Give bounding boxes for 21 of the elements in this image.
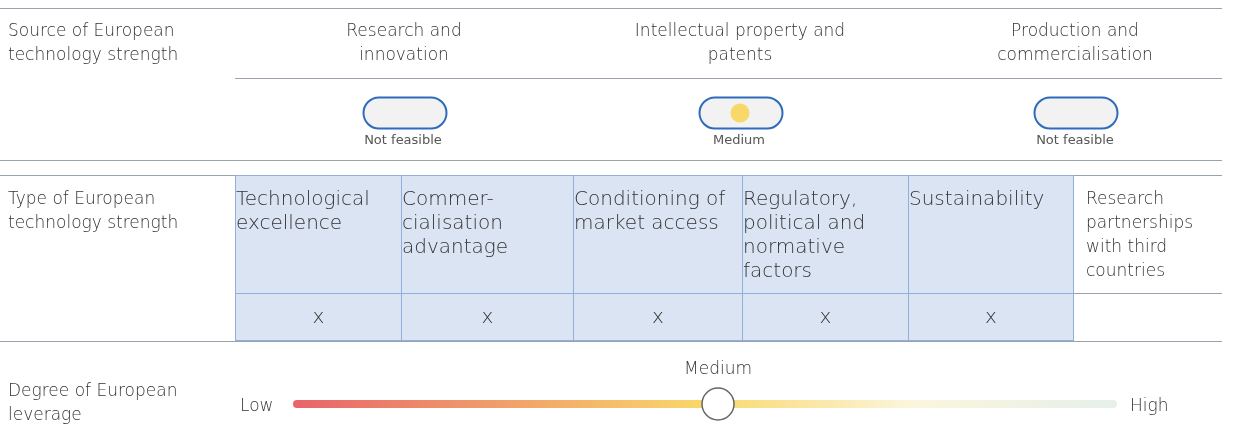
table-cell: x — [742, 293, 909, 341]
row-heading: Degree of European leverage — [8, 379, 179, 426]
table-cell: x — [908, 293, 1074, 341]
status-label: Medium — [712, 132, 766, 149]
column-heading: Intellectual property and patents — [633, 19, 847, 66]
row-heading: Source of European technology strength — [8, 19, 180, 66]
table-cell: x — [573, 293, 743, 341]
table-cell: Regulatory, political and normative factors — [742, 175, 909, 294]
row-heading: Type of European technology strength — [8, 187, 180, 234]
column-heading: Research and innovation — [345, 19, 463, 66]
table-cell: x — [401, 293, 574, 341]
table-cell: x — [235, 293, 402, 341]
table-cell: Commer-cialisation advantage — [401, 175, 574, 294]
status-label: Not feasible — [363, 132, 443, 149]
scale-label: Medium — [683, 357, 753, 380]
status-label: Not feasible — [1035, 132, 1115, 149]
scale-label: Low — [240, 394, 275, 417]
scale-label: High — [1130, 394, 1170, 417]
table-cell: Sustainability — [908, 175, 1074, 294]
column-heading: Production and commercialisation — [996, 19, 1154, 66]
row-heading: Research partnerships with third countries — [1086, 187, 1195, 282]
